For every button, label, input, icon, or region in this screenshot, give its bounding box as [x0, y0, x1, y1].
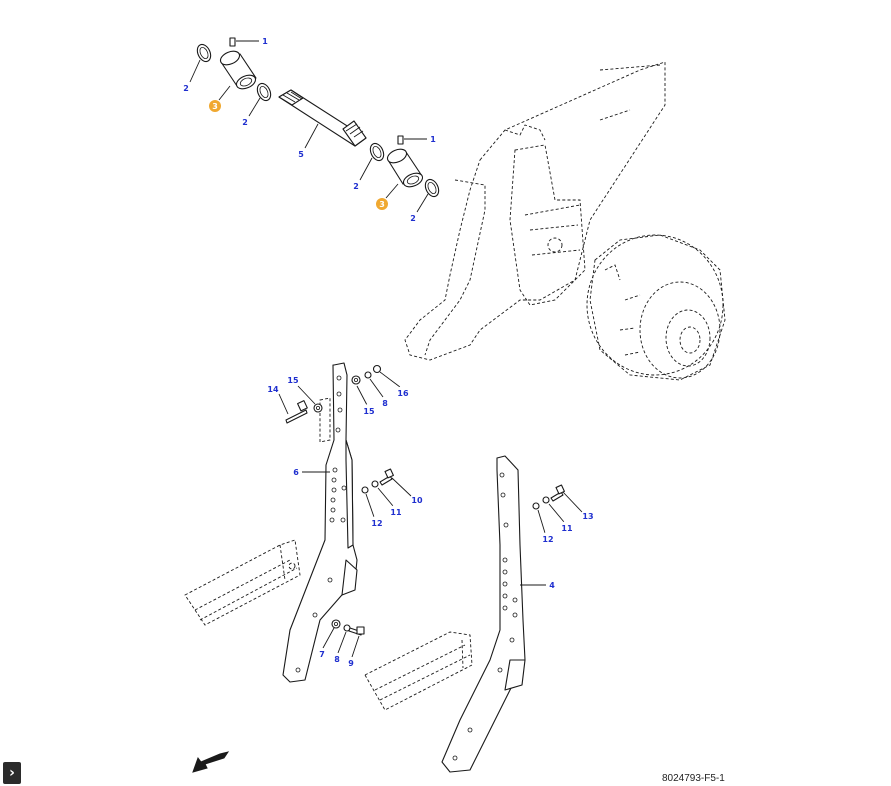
- fasteners: [285, 364, 565, 636]
- callout-badge: [259, 35, 271, 47]
- callout-6: 6: [290, 466, 302, 478]
- callout-badge: [541, 532, 555, 546]
- callout-number: 15: [363, 407, 375, 416]
- callout-badge: [389, 505, 403, 519]
- left-bracket: [282, 362, 358, 683]
- callout-number: 1: [430, 135, 436, 144]
- expand-panel-button[interactable]: ›: [3, 762, 21, 784]
- callout-badge: [362, 404, 376, 418]
- figure-reference-code: 8024793-F5-1: [662, 773, 725, 784]
- callout-number: 3: [379, 200, 385, 209]
- callout-number: 14: [267, 385, 279, 394]
- callout-14: 14: [266, 382, 280, 396]
- callout-badge: [290, 466, 302, 478]
- callout-15: 15: [362, 404, 376, 418]
- callout-number: 4: [549, 581, 555, 590]
- callout-15: 15: [286, 373, 300, 387]
- callout-number: 11: [390, 508, 402, 517]
- callout-2: 2: [407, 212, 419, 224]
- callout-number: 5: [298, 150, 304, 159]
- callout-number: 9: [348, 659, 354, 668]
- callout-3: 3: [209, 100, 221, 112]
- callout-number: 2: [183, 84, 189, 93]
- callout-2: 2: [180, 82, 192, 94]
- callout-number: 12: [371, 519, 382, 528]
- callout-number: 13: [582, 512, 593, 521]
- callout-badge: [266, 382, 280, 396]
- callout-number: 8: [382, 399, 388, 408]
- callout-badge: [560, 521, 574, 535]
- shaft-assembly: [196, 37, 440, 198]
- callout-badge: [407, 212, 419, 224]
- callout-badge: [316, 648, 328, 660]
- callout-badge: [379, 397, 391, 409]
- callout-2: 2: [350, 180, 362, 192]
- callout-number: 7: [319, 650, 325, 659]
- gearbox-dashed: [586, 234, 726, 381]
- callout-3: 3: [376, 198, 388, 210]
- callout-number: 12: [542, 535, 553, 544]
- callout-number: 1: [262, 37, 268, 46]
- callout-badge: [410, 493, 424, 507]
- callout-1: 1: [427, 133, 439, 145]
- right-beam-dashed: [364, 631, 473, 711]
- right-bracket: [441, 455, 526, 773]
- callout-12: 12: [370, 516, 384, 530]
- callout-number: 10: [411, 496, 423, 505]
- callout-badge: [350, 180, 362, 192]
- callout-number: 16: [397, 389, 409, 398]
- callout-badge: [396, 386, 410, 400]
- callout-1: 1: [259, 35, 271, 47]
- callout-number: 15: [287, 376, 299, 385]
- callout-number: 8: [334, 655, 340, 664]
- callout-badge: [546, 579, 558, 591]
- callout-16: 16: [396, 386, 410, 400]
- left-beam-dashed: [184, 539, 301, 626]
- callout-9: 9: [345, 657, 357, 669]
- callout-10: 10: [410, 493, 424, 507]
- callout-badge: [345, 657, 357, 669]
- callout-number: 2: [410, 214, 416, 223]
- callout-badge: [286, 373, 300, 387]
- callout-8: 8: [379, 397, 391, 409]
- callout-2: 2: [239, 116, 251, 128]
- callout-number: 6: [293, 468, 299, 477]
- callout-number: 2: [242, 118, 248, 127]
- leader-lines: [189, 40, 583, 658]
- callout-badge: [180, 82, 192, 94]
- callout-badge: [427, 133, 439, 145]
- callout-8: 8: [331, 653, 343, 665]
- callout-badge: [295, 148, 307, 160]
- callout-badge: [239, 116, 251, 128]
- callout-badge: [331, 653, 343, 665]
- callout-badge: [370, 516, 384, 530]
- callout-7: 7: [316, 648, 328, 660]
- callout-highlight-badge: [209, 100, 221, 112]
- callout-highlight-badge: [376, 198, 388, 210]
- callout-number: 11: [561, 524, 573, 533]
- callout-11: 11: [389, 505, 403, 519]
- support-frame-dashed: [404, 61, 666, 361]
- callout-5: 5: [295, 148, 307, 160]
- callout-4: 4: [546, 579, 558, 591]
- callout-number: 3: [212, 102, 218, 111]
- callout-13: 13: [581, 509, 595, 523]
- callout-number: 2: [353, 182, 359, 191]
- callout-11: 11: [560, 521, 574, 535]
- chevron-right-icon: ›: [9, 765, 15, 781]
- direction-arrow-icon: [192, 751, 230, 773]
- callout-badge: [581, 509, 595, 523]
- callout-12: 12: [541, 532, 555, 546]
